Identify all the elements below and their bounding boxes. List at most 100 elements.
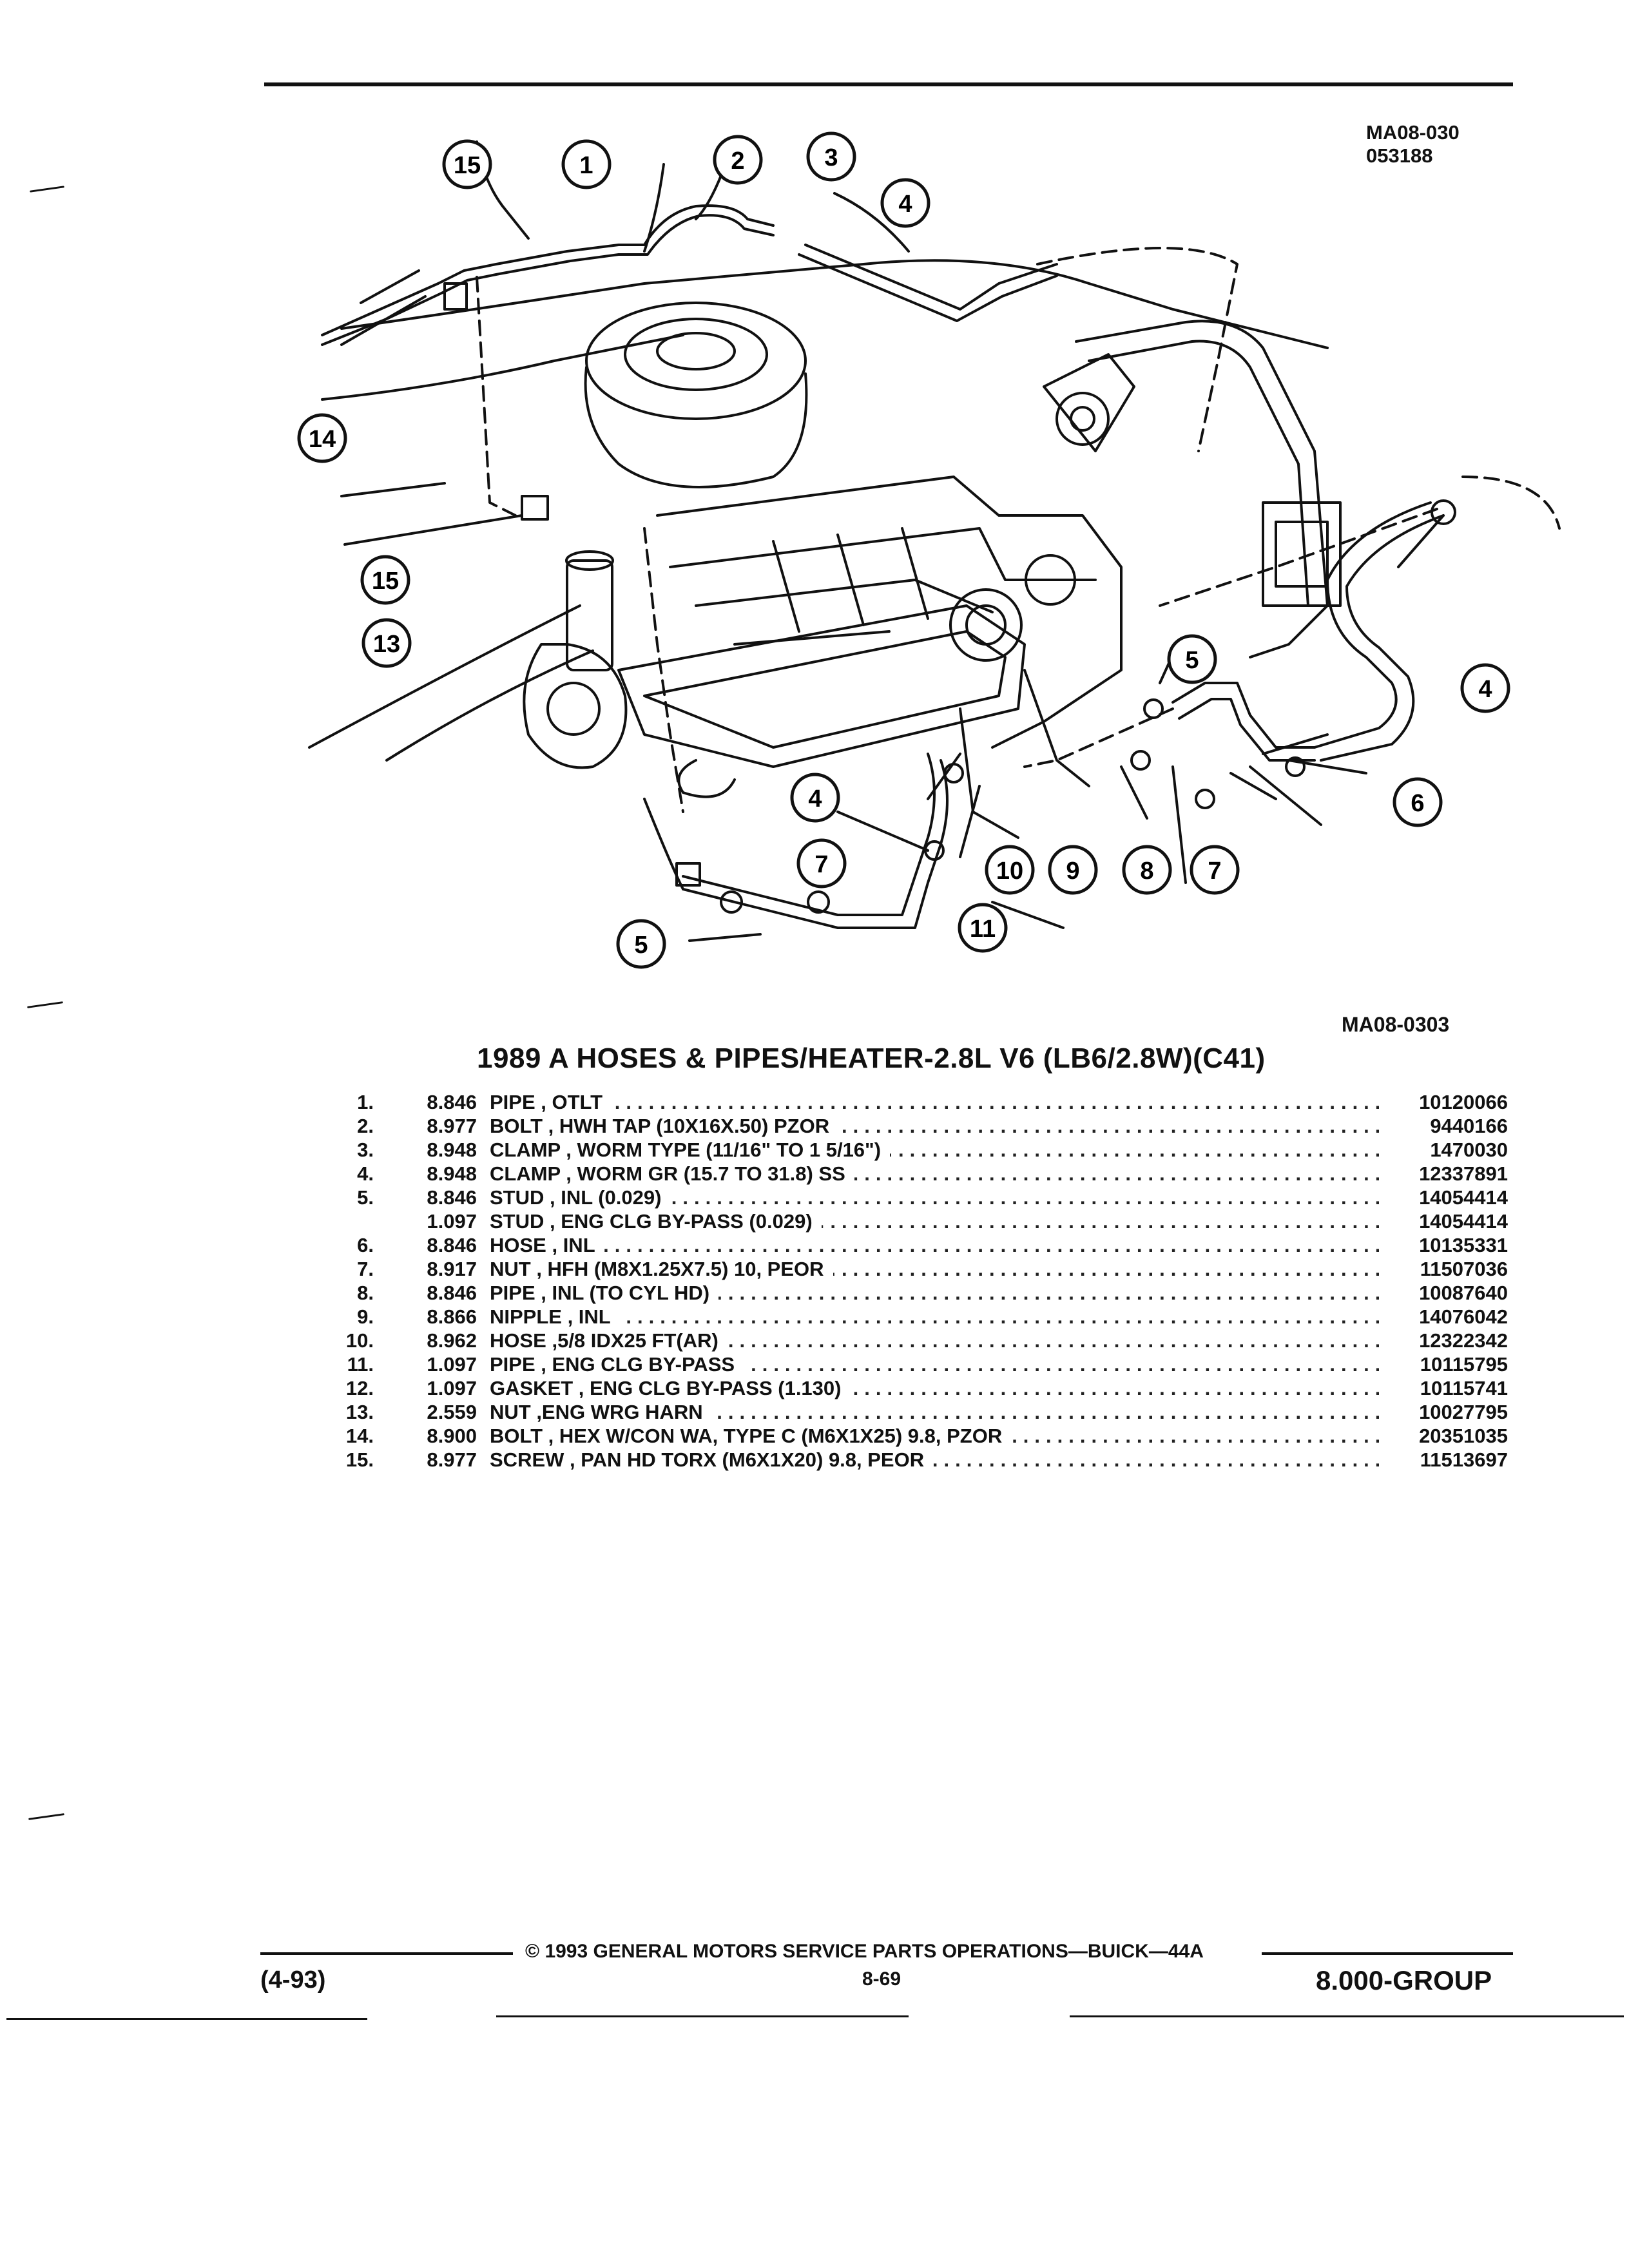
part-code: 1.097 (427, 1210, 477, 1233)
callout-15: 15 (360, 555, 410, 605)
svg-text:5: 5 (634, 932, 648, 959)
part-code: 1.097 (427, 1377, 477, 1399)
callout-9: 9 (1048, 845, 1098, 895)
part-code: 8.846 (427, 1234, 477, 1256)
part-number: 11. (347, 1353, 374, 1376)
margin-mark (27, 1001, 63, 1008)
svg-text:14: 14 (309, 426, 336, 453)
figure-ref: MA08-030 053188 (1366, 121, 1460, 168)
footer-copyright: © 1993 GENERAL MOTORS SERVICE PARTS OPER… (525, 1941, 1204, 1962)
part-number: 1. (357, 1091, 374, 1113)
part-description: ........................................… (490, 1305, 1379, 1329)
bottom-rule-2 (496, 2015, 909, 2017)
part-pn: 14054414 (1419, 1186, 1508, 1209)
part-row: 11.1.097................................… (303, 1352, 1508, 1376)
footer-date: (4-93) (260, 1966, 326, 1994)
leader-dots: ........................................… (490, 1091, 1379, 1113)
margin-mark (30, 186, 64, 193)
svg-text:4: 4 (1478, 676, 1492, 703)
part-description: ........................................… (490, 1448, 1379, 1472)
figure-ref-line1: MA08-030 (1366, 121, 1460, 144)
part-description: ........................................… (490, 1233, 1379, 1257)
page-title: 1989 A HOSES & PIPES/HEATER-2.8L V6 (LB6… (477, 1043, 1266, 1074)
part-number: 9. (357, 1305, 374, 1328)
callout-7-right: 7 (1190, 845, 1240, 895)
part-pn: 10087640 (1419, 1282, 1508, 1304)
part-description: ........................................… (490, 1329, 1379, 1352)
svg-text:2: 2 (731, 148, 744, 175)
part-pn: 11513697 (1420, 1448, 1508, 1471)
part-code: 8.846 (427, 1282, 477, 1304)
footer-page-number: 8-69 (862, 1968, 901, 1990)
svg-text:11: 11 (970, 916, 996, 943)
leader-dots: ........................................… (490, 1305, 1379, 1328)
svg-text:10: 10 (996, 858, 1023, 885)
part-row: 13. 2.559................................… (303, 1400, 1508, 1424)
part-description: ........................................… (490, 1138, 1379, 1162)
callout-3: 3 (806, 131, 856, 182)
part-code: 8.962 (427, 1329, 477, 1352)
part-description: ........................................… (490, 1257, 1379, 1281)
part-description: ........................................… (490, 1162, 1379, 1186)
svg-text:9: 9 (1066, 858, 1079, 885)
part-code: 8.846 (427, 1186, 477, 1209)
part-code: 8.948 (427, 1139, 477, 1161)
part-pn: 10115795 (1420, 1353, 1508, 1376)
svg-text:8: 8 (1140, 858, 1153, 885)
margin-mark (28, 1813, 64, 1820)
footer-rule-left (260, 1952, 513, 1955)
exploded-view-diagram: 15 1 2 3 4 14 15 13 5 4 6 4 7 10 9 8 7 1… (297, 131, 1561, 969)
svg-text:5: 5 (1185, 647, 1199, 674)
part-number: 12. (345, 1377, 374, 1399)
part-row: 10.8.962................................… (303, 1329, 1508, 1352)
part-number: 6. (357, 1234, 374, 1256)
part-code: 8.866 (427, 1305, 477, 1328)
part-code: 2.559 (427, 1401, 477, 1423)
part-row: 2.8.977.................................… (303, 1114, 1508, 1138)
part-description: ........................................… (490, 1090, 1379, 1114)
part-number: 2. (357, 1115, 374, 1137)
callout-2: 2 (713, 135, 763, 185)
part-description: ........................................… (490, 1186, 1379, 1209)
part-pn: 12322342 (1419, 1329, 1508, 1352)
callout-12: 13 (361, 618, 412, 668)
part-row: 14.8.900................................… (303, 1424, 1508, 1448)
part-code: 1.097 (427, 1353, 477, 1376)
footer-group: 8.000-GROUP (1316, 1965, 1492, 1995)
part-code: 8.977 (427, 1448, 477, 1471)
part-code: 8.846 (427, 1091, 477, 1113)
callout-5-bottom: 5 (616, 919, 666, 969)
part-row: 4.8.948.................................… (303, 1162, 1508, 1186)
bottom-rule-3 (1070, 2015, 1624, 2017)
part-pn: 10115741 (1420, 1377, 1508, 1399)
leader-dots: ........................................… (490, 1234, 1379, 1256)
svg-text:4: 4 (898, 191, 912, 218)
part-description: ........................................… (490, 1400, 1379, 1424)
svg-text:7: 7 (1208, 858, 1221, 885)
part-number: 8. (357, 1282, 374, 1304)
part-pn: 14076042 (1419, 1305, 1508, 1328)
callout-6: 6 (1393, 777, 1443, 827)
part-description: ........................................… (490, 1114, 1379, 1138)
callout-14: 15 (442, 139, 492, 189)
part-pn: 20351035 (1419, 1425, 1508, 1447)
part-row: 1. 8.846.................................… (303, 1090, 1508, 1114)
part-description: ........................................… (490, 1209, 1379, 1233)
part-code: 8.900 (427, 1425, 477, 1447)
svg-text:15: 15 (372, 568, 399, 595)
part-pn: 1470030 (1430, 1139, 1508, 1161)
part-number: 14. (345, 1425, 374, 1447)
part-pn: 10120066 (1419, 1091, 1508, 1113)
part-row: 3.8.948.................................… (303, 1138, 1508, 1162)
callout-13: 14 (297, 413, 347, 463)
part-number: 5. (357, 1186, 374, 1209)
part-number: 7. (357, 1258, 374, 1280)
part-row: 15.8.977................................… (303, 1448, 1508, 1472)
part-pn: 9440166 (1430, 1115, 1508, 1137)
callout-4-left: 4 (790, 773, 840, 823)
callout-7-left: 7 (796, 838, 847, 889)
part-description: ........................................… (490, 1376, 1379, 1400)
figure-ref-line2: 053188 (1366, 144, 1433, 167)
parts-list: 1. 8.846.................................… (303, 1090, 1508, 1472)
part-number: 13. (345, 1401, 374, 1423)
